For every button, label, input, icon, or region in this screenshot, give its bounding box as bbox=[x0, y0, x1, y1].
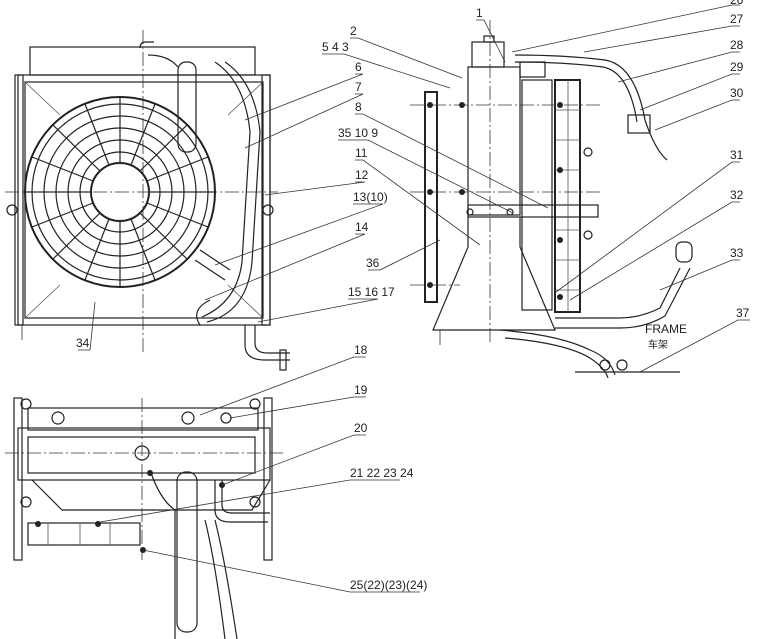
leader-lines bbox=[78, 4, 750, 593]
label-27: 27 bbox=[730, 12, 744, 26]
label-13-10: 13(10) bbox=[353, 190, 388, 204]
label-31: 31 bbox=[730, 148, 744, 162]
front-view bbox=[5, 30, 290, 371]
label-11: 11 bbox=[355, 146, 368, 160]
part-labels: 1 2 5 4 3 6 7 8 35 10 9 11 12 13(10) 14 … bbox=[76, 0, 750, 592]
label-5-4-3: 5 4 3 bbox=[322, 40, 349, 54]
label-36: 36 bbox=[366, 256, 380, 270]
bottom-view bbox=[5, 397, 285, 639]
label-6: 6 bbox=[355, 60, 362, 74]
side-view bbox=[410, 20, 693, 379]
label-37: 37 bbox=[736, 306, 750, 320]
label-18: 18 bbox=[354, 343, 368, 357]
label-15-16-17: 15 16 17 bbox=[348, 285, 395, 299]
label-7: 7 bbox=[355, 80, 362, 94]
label-21-22-23-24: 21 22 23 24 bbox=[350, 466, 414, 480]
label-35-10-9: 35 10 9 bbox=[338, 126, 378, 140]
label-2: 2 bbox=[350, 24, 357, 38]
label-frame: FRAME bbox=[645, 322, 687, 336]
label-1: 1 bbox=[476, 6, 483, 20]
label-32: 32 bbox=[730, 188, 744, 202]
label-29: 29 bbox=[730, 60, 744, 74]
label-34: 34 bbox=[76, 336, 90, 350]
label-26: 26 bbox=[730, 0, 744, 7]
label-19: 19 bbox=[354, 383, 368, 397]
label-8: 8 bbox=[355, 100, 362, 114]
label-25-22-23-24: 25(22)(23)(24) bbox=[350, 578, 427, 592]
label-12: 12 bbox=[355, 168, 369, 182]
label-14: 14 bbox=[355, 220, 369, 234]
label-28: 28 bbox=[730, 38, 744, 52]
label-30: 30 bbox=[730, 86, 744, 100]
label-20: 20 bbox=[354, 421, 368, 435]
label-33: 33 bbox=[730, 246, 744, 260]
label-frame-cn: 车架 bbox=[648, 338, 668, 351]
